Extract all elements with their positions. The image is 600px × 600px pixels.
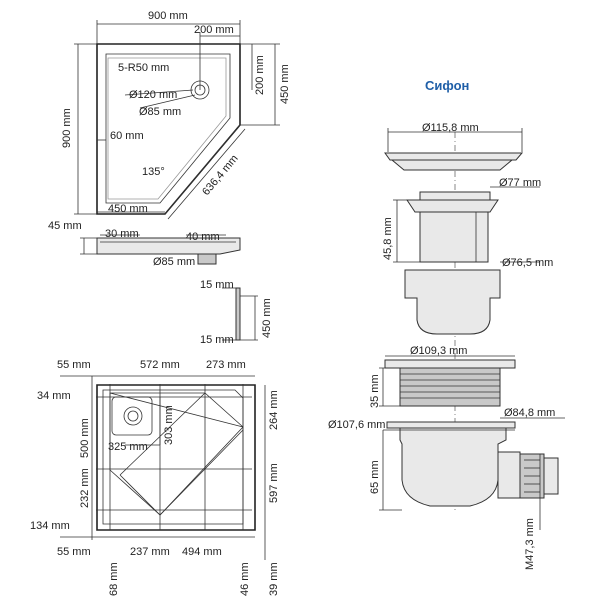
frame-view xyxy=(60,375,266,560)
dim-frame-top-right: 273 mm xyxy=(206,359,246,371)
tray-top-dimensions xyxy=(74,20,280,220)
dim-frame-top-left: 55 mm xyxy=(57,359,91,371)
tray-side-view xyxy=(80,234,241,265)
dim-siphon-flange-outer: Ø107,6 mm xyxy=(328,419,385,431)
dim-frame-bottom-55: 55 mm xyxy=(57,546,91,558)
dim-frame-left-top: 34 mm xyxy=(37,390,71,402)
dim-width-total: 900 mm xyxy=(148,10,188,22)
dim-frame-right-597: 597 mm xyxy=(268,463,280,503)
dim-section-bottom: 15 mm xyxy=(200,334,234,346)
dim-thickness: 45 mm xyxy=(48,220,82,232)
dim-drain-outer: Ø120 mm xyxy=(129,89,177,101)
dim-corner-radius: 5-R50 mm xyxy=(118,62,169,74)
dim-siphon-flange-inner: Ø84,8 mm xyxy=(504,407,555,419)
siphon-thread-ring xyxy=(379,355,516,407)
dim-frame-left-134: 134 mm xyxy=(30,520,70,532)
dim-frame-bottom-68: 68 mm xyxy=(108,562,120,596)
dim-rim-width: 60 mm xyxy=(110,130,144,142)
dim-rim-step: 30 mm xyxy=(105,228,139,240)
dim-frame-bottom-39: 39 mm xyxy=(268,562,280,596)
dim-frame-left-232: 232 mm xyxy=(79,468,91,508)
tray-section-view xyxy=(222,287,258,341)
dim-frame-bottom-237: 237 mm xyxy=(130,546,170,558)
siphon-grate-body xyxy=(393,186,540,263)
siphon-title: Сифон xyxy=(425,78,469,93)
dim-rim-step2: 40 mm xyxy=(186,231,220,243)
dim-siphon-thread-height: 35 mm xyxy=(369,374,381,408)
dim-drain-offset-x: 200 mm xyxy=(194,24,234,36)
dim-frame-right-264: 264 mm xyxy=(268,390,280,430)
dim-siphon-body-height: 45,8 mm xyxy=(382,217,394,260)
dim-frame-left-500: 500 mm xyxy=(79,418,91,458)
siphon-cap xyxy=(384,128,524,171)
siphon-trap xyxy=(404,261,540,335)
dim-frame-inner-303: 303 mm xyxy=(163,405,175,445)
dim-side-drain: Ø85 mm xyxy=(153,256,195,268)
dim-section-top: 15 mm xyxy=(200,279,234,291)
dim-drain-offset-y: 200 mm xyxy=(254,55,266,95)
dim-diagonal: 636,4 mm xyxy=(200,153,241,198)
dim-siphon-trap: Ø76,5 mm xyxy=(502,257,553,269)
dim-section-height: 450 mm xyxy=(261,298,273,338)
dim-siphon-cap: Ø115,8 mm xyxy=(422,122,479,134)
dim-siphon-base-height: 65 mm xyxy=(369,460,381,494)
dim-frame-inner-325: 325 mm xyxy=(108,441,148,453)
dim-siphon-outlet: M47,3 mm xyxy=(524,518,536,570)
dim-siphon-thread-ring: Ø109,3 mm xyxy=(410,345,467,357)
dim-frame-bottom-46: 46 mm xyxy=(239,562,251,596)
dim-bottom-side: 450 mm xyxy=(108,203,148,215)
dim-frame-top-mid: 572 mm xyxy=(140,359,180,371)
siphon-base xyxy=(379,417,565,530)
dim-frame-bottom-494: 494 mm xyxy=(182,546,222,558)
dim-height-total: 900 mm xyxy=(61,108,73,148)
dim-straight-side: 450 mm xyxy=(279,64,291,104)
dim-siphon-grate: Ø77 mm xyxy=(499,177,541,189)
dim-angle: 135° xyxy=(142,166,165,178)
dim-drain-inner: Ø85 mm xyxy=(139,106,181,118)
